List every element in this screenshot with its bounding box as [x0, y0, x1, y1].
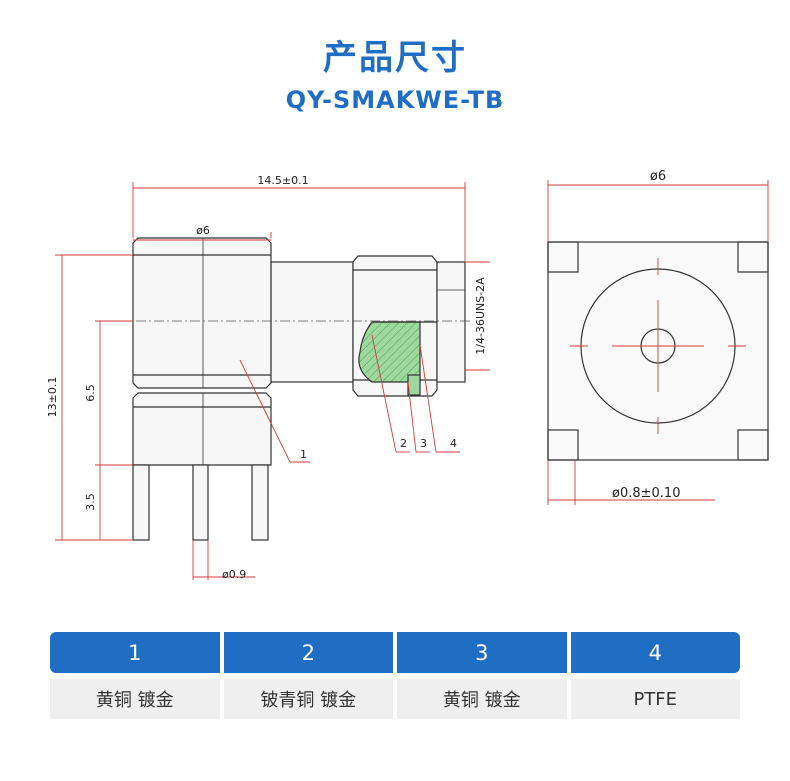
dim-pin-length-label: 3.5: [84, 493, 97, 511]
contact-section: [407, 374, 421, 396]
dim-height-label: 13±0.1: [46, 377, 59, 418]
material-cell-4: PTFE: [570, 679, 740, 719]
body-lower: [132, 392, 272, 466]
corner-pad-br: [737, 429, 769, 461]
material-cell-1: 黄铜 镀金: [50, 679, 220, 719]
callout-3: 3: [420, 437, 427, 450]
header-cell-3: 3: [397, 632, 567, 673]
threaded-tip: [436, 261, 466, 383]
header-cell-1: 1: [50, 632, 220, 673]
materials-table: 1 2 3 4 黄铜 镀金 铍青铜 镀金 黄铜 镀金 PTFE: [50, 632, 740, 719]
header-cell-2: 2: [223, 632, 393, 673]
callout-2: 2: [400, 437, 407, 450]
leg-left: [132, 464, 150, 541]
materials-header-row: 1 2 3 4: [50, 632, 740, 673]
corner-pad-tl: [547, 241, 579, 273]
bottom-view-dims: [547, 180, 769, 505]
dim-pin-diameter-label: ø0.9: [222, 568, 246, 581]
bottom-pin-diameter-label: ø0.8±0.10: [612, 486, 680, 501]
materials-value-row: 黄铜 镀金 铍青铜 镀金 黄铜 镀金 PTFE: [50, 679, 740, 719]
insulator-section: [358, 321, 421, 383]
thread-spec-label: 1/4-36UNS-2A: [474, 277, 487, 355]
callout-1: 1: [300, 448, 307, 461]
page-title: 产品尺寸: [323, 38, 467, 78]
technical-drawing: 14.5±0.1 ø6 13±0.1 6.5 3.5 ø0.9 1/4-36UN…: [46, 169, 769, 581]
corner-pad-bl: [547, 429, 579, 461]
dim-body-diameter-label: ø6: [196, 224, 210, 237]
model-number: QY-SMAKWE-TB: [285, 86, 505, 114]
dim-center-height-label: 6.5: [84, 384, 97, 402]
body-upper: [132, 237, 272, 389]
bottom-width-label: ø6: [650, 169, 666, 184]
dim-length-label: 14.5±0.1: [257, 174, 308, 187]
side-view: [100, 237, 470, 541]
header-cell-4: 4: [570, 632, 740, 673]
leg-right: [251, 464, 269, 541]
center-pin: [192, 464, 209, 541]
side-tube: [270, 261, 354, 383]
material-cell-2: 铍青铜 镀金: [223, 679, 393, 719]
corner-pad-tr: [737, 241, 769, 273]
material-cell-3: 黄铜 镀金: [397, 679, 567, 719]
dimension-lines: [55, 182, 490, 580]
callout-4: 4: [450, 437, 457, 450]
